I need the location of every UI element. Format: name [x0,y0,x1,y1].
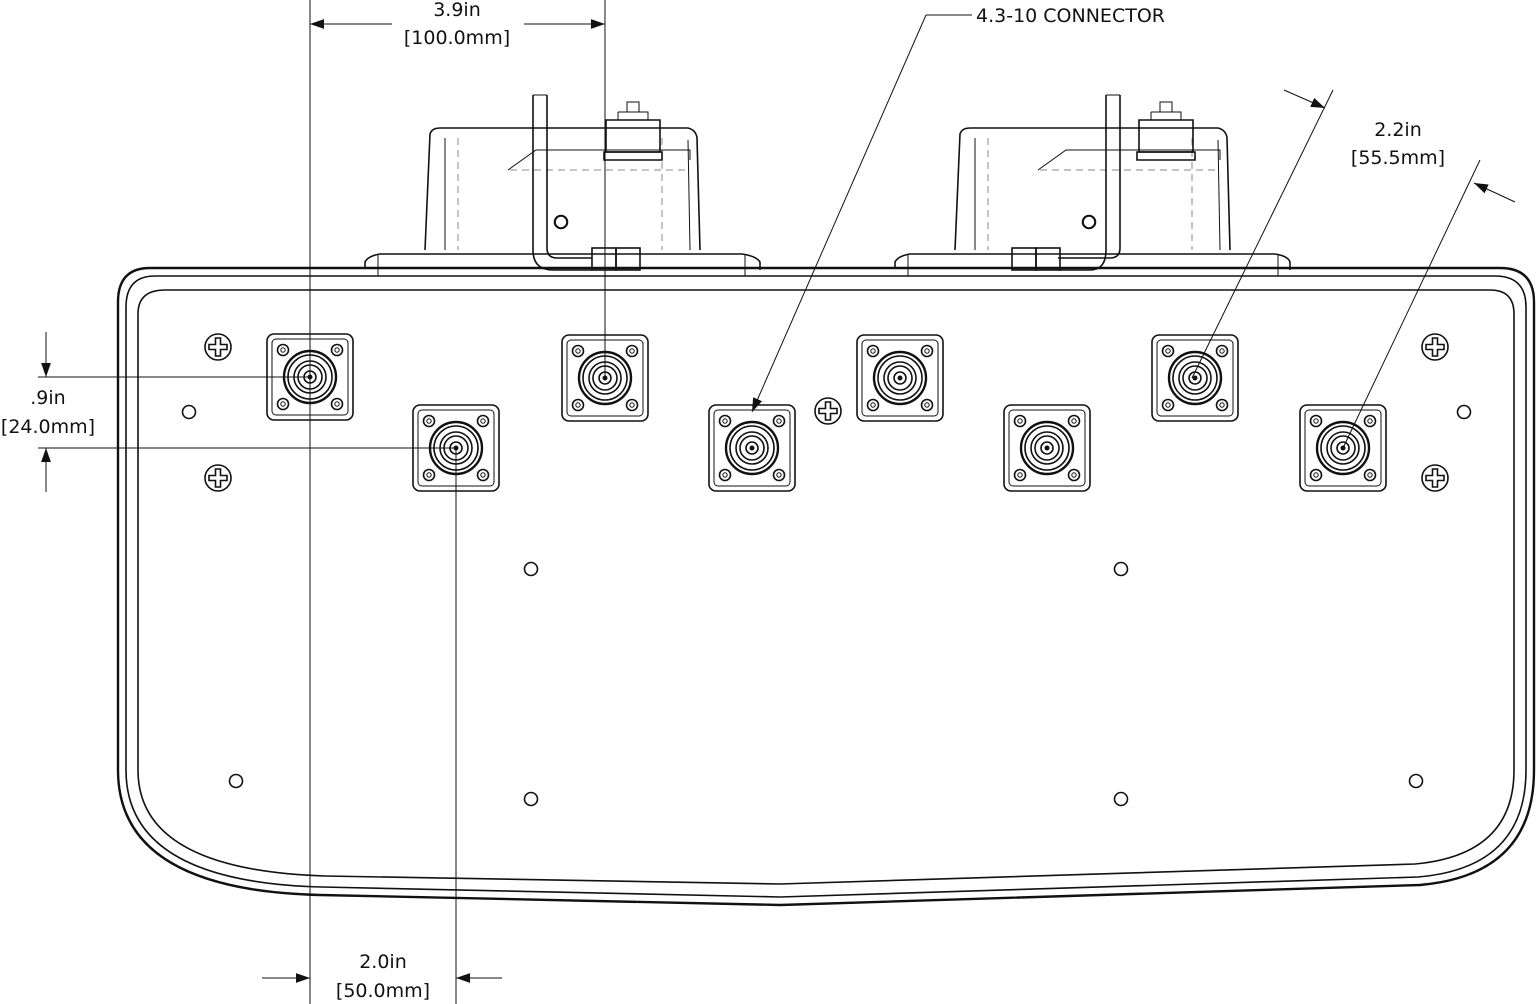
mounting-hole [523,791,539,807]
mounting-hole [523,561,539,577]
mounting-hole [181,404,197,420]
dimension-left-vertical: .9in [24.0mm] [1,332,456,492]
connector-4-3-10 [856,334,944,422]
dimension-right-spacing: 2.2in [55.5mm] [1191,89,1516,449]
right-spacing-imperial: 2.2in [1374,119,1422,141]
mounting-bracket-left [364,94,761,277]
mounting-hole [1408,773,1424,789]
screws [204,333,1449,492]
connector-callout-label: 4.3-10 CONNECTOR [976,5,1165,27]
mounting-hole [553,214,569,230]
connector-4-3-10 [1003,404,1091,492]
bottom-spacing-metric: [50.0mm] [336,980,430,1002]
phillips-screw-icon [204,333,232,361]
phillips-screw-icon [814,397,842,425]
mounting-hole [228,773,244,789]
mounting-hole [1081,214,1097,230]
left-vertical-metric: [24.0mm] [1,416,95,438]
left-vertical-imperial: .9in [30,387,65,409]
connector-callout: 4.3-10 CONNECTOR [751,5,1165,413]
antenna-housing [116,266,1536,907]
phillips-screw-icon [1421,464,1449,492]
bottom-spacing-imperial: 2.0in [359,951,407,973]
connector-4-3-10 [1299,404,1387,492]
dimension-top-width: 3.9in [100.0mm] [309,0,606,1004]
phillips-screw-icon [1421,333,1449,361]
mounting-hole [1113,561,1129,577]
mounting-hole [1113,791,1129,807]
connector-4-3-10 [1151,334,1239,422]
phillips-screw-icon [204,464,232,492]
mounting-bracket-right [894,94,1291,277]
dimension-bottom-spacing: 2.0in [50.0mm] [262,448,502,1004]
connectors [266,333,1387,492]
top-width-imperial: 3.9in [433,0,481,21]
top-width-metric: [100.0mm] [404,27,510,49]
mounting-holes [181,214,1472,807]
right-spacing-metric: [55.5mm] [1351,147,1445,169]
connector-4-3-10 [708,404,796,492]
mounting-hole [1456,404,1472,420]
